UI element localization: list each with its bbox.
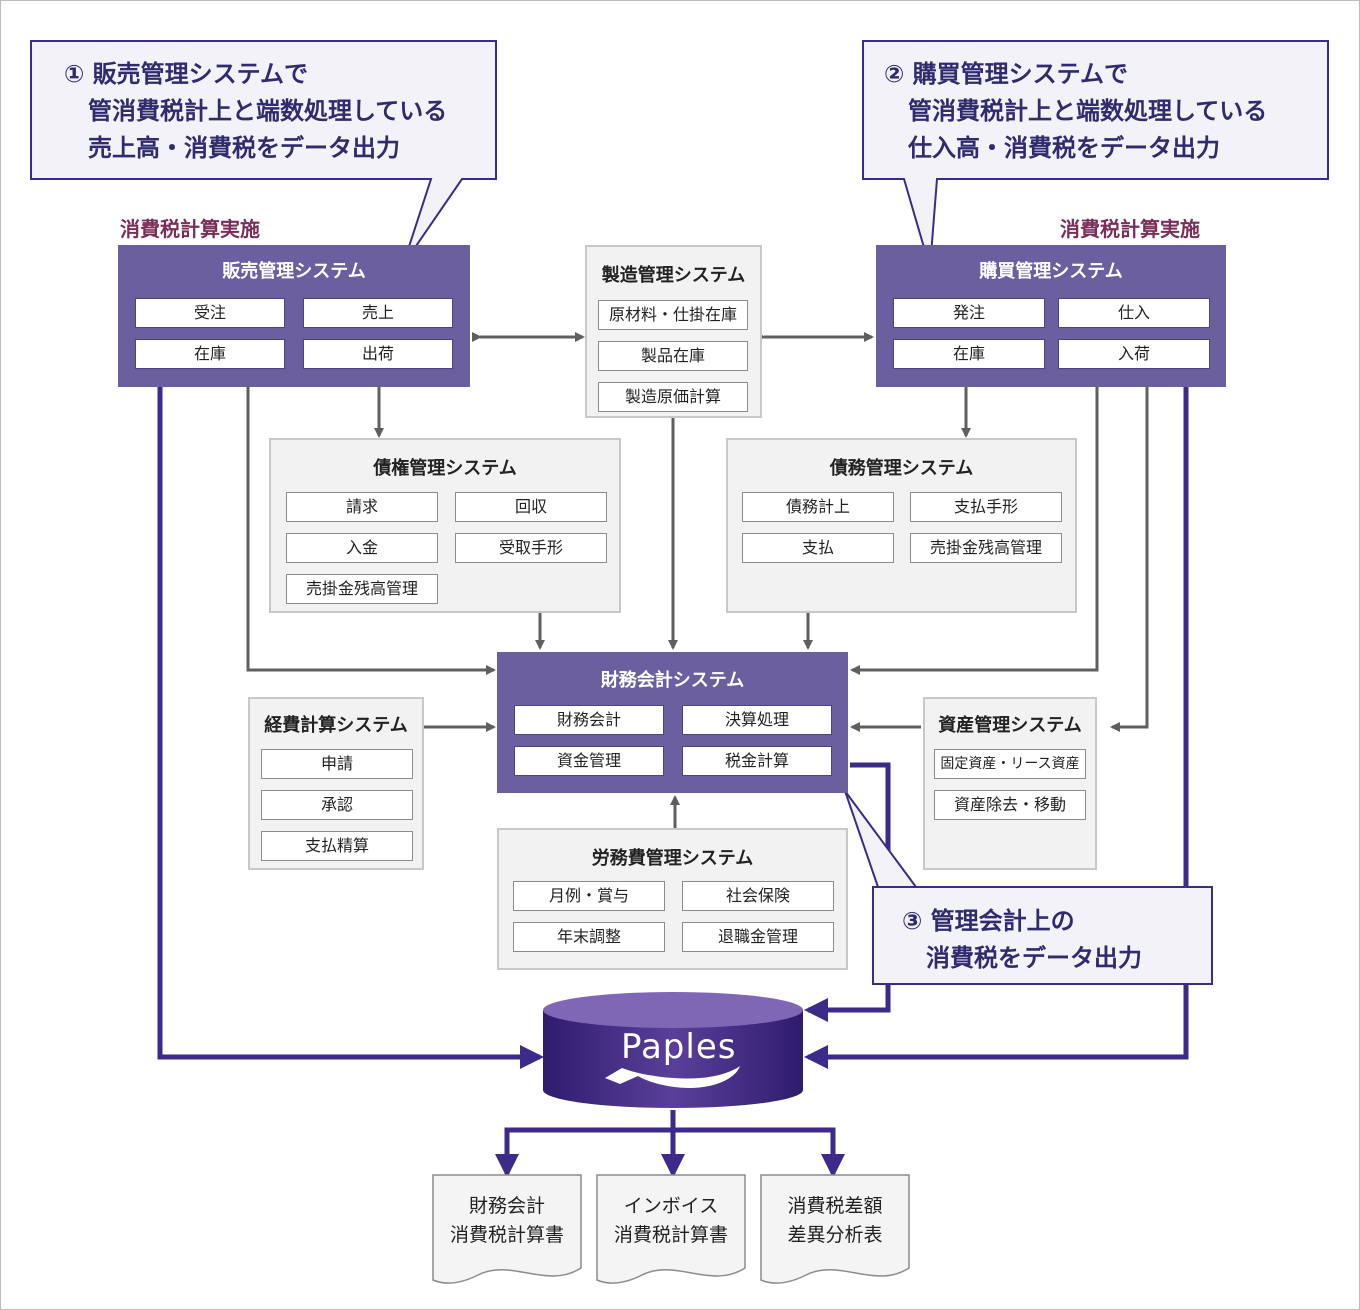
manufacturing-item-costing: 製造原価計算 [598, 382, 748, 412]
labor-item-insurance: 社会保険 [682, 881, 834, 911]
sales-db-arrow [157, 387, 544, 1069]
callout-1-text: ① 販売管理システムで 管消費税計上と端数処理している 売上高・消費税をデータ出… [64, 60, 448, 162]
document-1-text: 財務会計 消費税計算書 [449, 1195, 564, 1246]
manufacturing-system-title: 製造管理システム [601, 265, 746, 286]
labor-item-year-end: 年末調整 [513, 922, 665, 952]
receivables-item-billing: 請求 [286, 492, 438, 522]
financial-item-closing: 決算処理 [682, 705, 832, 735]
sales-system: 販売管理システム 受注 売上 在庫 出荷 [118, 245, 470, 387]
financial-system: 財務会計システム 財務会計 決算処理 資金管理 税金計算 [497, 652, 848, 793]
receivables-item-collection: 回収 [455, 492, 607, 522]
callout-1-bubble [30, 40, 497, 266]
receivables-item-notes: 受取手形 [455, 533, 607, 563]
purchasing-item-inventory: 在庫 [893, 339, 1045, 369]
paples-logo-swoosh [605, 1066, 740, 1088]
manufacturing-item-materials: 原材料・仕掛在庫 [598, 300, 748, 330]
labor-item-retirement: 退職金管理 [682, 922, 834, 952]
manufacturing-system: 製造管理システム 原材料・仕掛在庫 製品在庫 製造原価計算 [585, 245, 762, 418]
document-2-text: インボイス 消費税計算書 [613, 1195, 728, 1246]
purchasing-system: 購買管理システム 発注 仕入 在庫 入荷 [876, 245, 1226, 387]
sales-item-order: 受注 [135, 298, 285, 328]
db-doc1-arrow [495, 1127, 673, 1178]
expense-item-apply: 申請 [261, 749, 413, 779]
document-3-shape [760, 1174, 910, 1284]
labor-system: 労務費管理システム 月例・賞与 社会保険 年末調整 退職金管理 [497, 828, 848, 970]
database-icon [543, 992, 803, 1108]
labor-system-title: 労務費管理システム [591, 848, 754, 869]
financial-item-funds: 資金管理 [514, 746, 664, 776]
purchasing-system-title: 購買管理システム [979, 261, 1123, 282]
tax-label-left: 消費税計算実施 [120, 217, 260, 241]
db-doc3-arrow [673, 1127, 845, 1178]
gray-connectors [246, 332, 1149, 828]
manufacturing-item-products: 製品在庫 [598, 341, 748, 371]
payables-item-recording: 債務計上 [742, 492, 894, 522]
callout-2-bubble [862, 40, 1329, 269]
labor-item-monthly: 月例・賞与 [513, 881, 665, 911]
purchasing-item-order: 発注 [893, 298, 1045, 328]
sales-item-inventory: 在庫 [135, 339, 285, 369]
assets-item-disposal: 資産除去・移動 [934, 790, 1086, 820]
receivables-item-deposit: 入金 [286, 533, 438, 563]
receivables-system-title: 債権管理システム [373, 458, 517, 479]
callout-3-bubble [844, 790, 1213, 985]
expense-item-settle: 支払精算 [261, 831, 413, 861]
tax-label-right: 消費税計算実施 [1060, 217, 1200, 241]
purchasing-financial-arrow [850, 387, 1099, 675]
purple-connectors [157, 387, 1189, 1178]
sales-item-shipping: 出荷 [303, 339, 453, 369]
financial-system-title: 財務会計システム [600, 670, 745, 691]
document-2-shape [596, 1174, 746, 1284]
document-1-shape [432, 1174, 582, 1284]
payables-item-balance: 売掛金残高管理 [910, 533, 1062, 563]
database-label: Paples [621, 1027, 737, 1067]
document-shapes [432, 1174, 910, 1284]
expense-system: 経費計算システム 申請 承認 支払精算 [248, 697, 424, 870]
callout-3-text: ③ 管理会計上の 消費税をデータ出力 [902, 907, 1142, 972]
callout-2-text: ② 購買管理システムで 管消費税計上と端数処理している 仕入高・消費税をデータ出… [884, 60, 1268, 162]
assets-system: 資産管理システム 固定資産・リース資産 資産除去・移動 [923, 697, 1097, 870]
assets-system-title: 資産管理システム [938, 715, 1082, 736]
receivables-item-balance: 売掛金残高管理 [286, 574, 438, 604]
expense-item-approve: 承認 [261, 790, 413, 820]
payables-system-title: 債務管理システム [829, 458, 974, 479]
assets-item-fixed: 固定資産・リース資産 [934, 749, 1086, 779]
purchasing-db-arrow [804, 387, 1189, 1069]
payables-system: 債務管理システム 債務計上 支払手形 支払 売掛金残高管理 [726, 438, 1077, 613]
receivables-system: 債権管理システム 請求 回収 入金 受取手形 売掛金残高管理 [269, 438, 621, 613]
sales-financial-arrow [246, 387, 496, 675]
purchasing-item-purchase: 仕入 [1058, 298, 1210, 328]
financial-item-tax: 税金計算 [682, 746, 832, 776]
document-3-text: 消費税差額 差異分析表 [787, 1195, 883, 1246]
payables-item-notes: 支払手形 [910, 492, 1062, 522]
purchasing-assets-arrow [1110, 387, 1149, 732]
sales-system-title: 販売管理システム [222, 261, 366, 282]
expense-system-title: 経費計算システム [264, 715, 408, 736]
sales-item-sales: 売上 [303, 298, 453, 328]
purchasing-item-receiving: 入荷 [1058, 339, 1210, 369]
payables-item-payment: 支払 [742, 533, 894, 563]
financial-item-accounting: 財務会計 [514, 705, 664, 735]
